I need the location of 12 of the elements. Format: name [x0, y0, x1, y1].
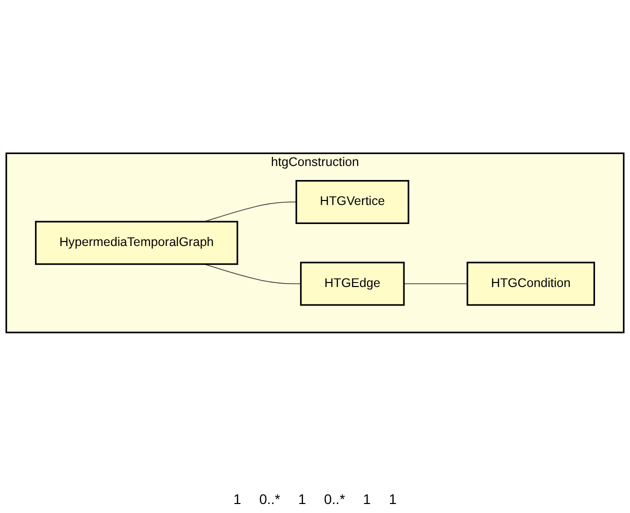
multiplicity-label: 1	[388, 491, 397, 507]
multiplicity-label: 1	[233, 491, 242, 507]
node-box: HTGCondition	[466, 261, 596, 306]
multiplicity-label: 1	[298, 491, 306, 507]
node-box: HypermediaTemporalGraph	[34, 220, 238, 264]
node-box: HTGVertice	[296, 180, 410, 224]
connector	[204, 263, 302, 284]
multiplicity-label: 1	[363, 491, 371, 507]
node-box: HTGEdge	[300, 261, 405, 306]
multiplicity-label: 0..*	[324, 491, 346, 507]
connector	[404, 282, 468, 284]
multiplicity-label: 0..*	[259, 491, 280, 507]
